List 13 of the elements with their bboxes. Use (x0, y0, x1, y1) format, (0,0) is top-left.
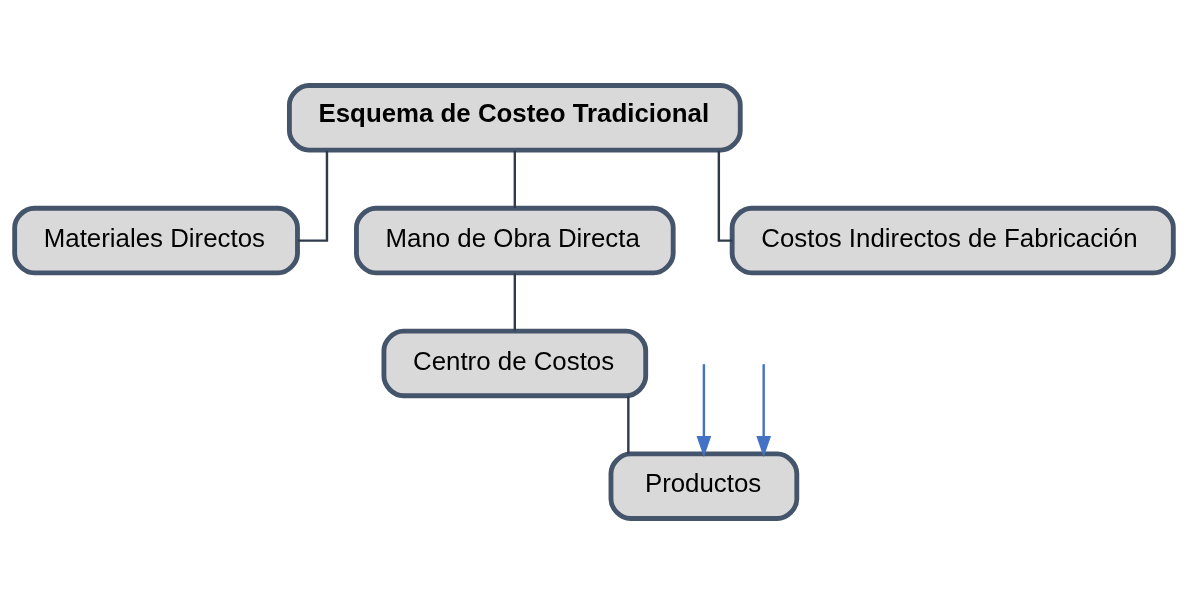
node-box: Materiales Directos (12, 205, 300, 275)
connector (627, 395, 630, 454)
node-box: Costos Indirectos de Fabricación (729, 205, 1176, 275)
connector (298, 150, 329, 242)
connector (513, 273, 517, 331)
node-box: Productos (608, 450, 800, 521)
arrow (696, 363, 712, 457)
connector (717, 150, 733, 242)
node-box: Centro de Costos (381, 328, 649, 398)
connector (513, 150, 517, 208)
node-box: Mano de Obra Directa (354, 205, 676, 275)
arrow (756, 363, 772, 457)
node-box: Esquema de Costeo Tradicional (286, 82, 743, 153)
